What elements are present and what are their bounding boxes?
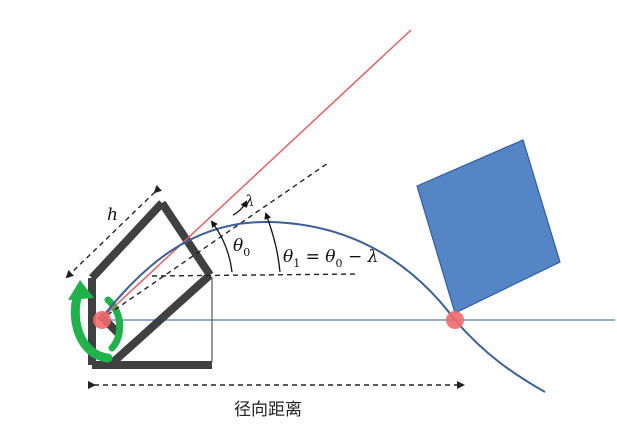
trajectory-curve — [99, 220, 546, 393]
launch-point-marker — [93, 311, 111, 329]
theta1-arc — [264, 212, 281, 273]
dashed-horizontal-line — [151, 273, 359, 277]
dashed-theta1-line — [99, 162, 329, 321]
lambda-arc — [232, 200, 247, 216]
target-block — [416, 139, 561, 314]
rotation-arrow-icon — [68, 280, 124, 363]
label-theta0: θ0 — [233, 236, 250, 259]
label-lambda: λ — [244, 192, 255, 210]
launch-direction-line — [99, 29, 412, 321]
label-h: h — [107, 205, 118, 225]
label-theta1-eq: θ1 = θ0 − λ — [283, 247, 378, 270]
height-dimension-arrow — [65, 184, 163, 279]
impact-point-marker — [446, 311, 464, 329]
label-radial-distance: 径向距离 — [234, 400, 302, 420]
theta0-arc — [210, 220, 233, 273]
